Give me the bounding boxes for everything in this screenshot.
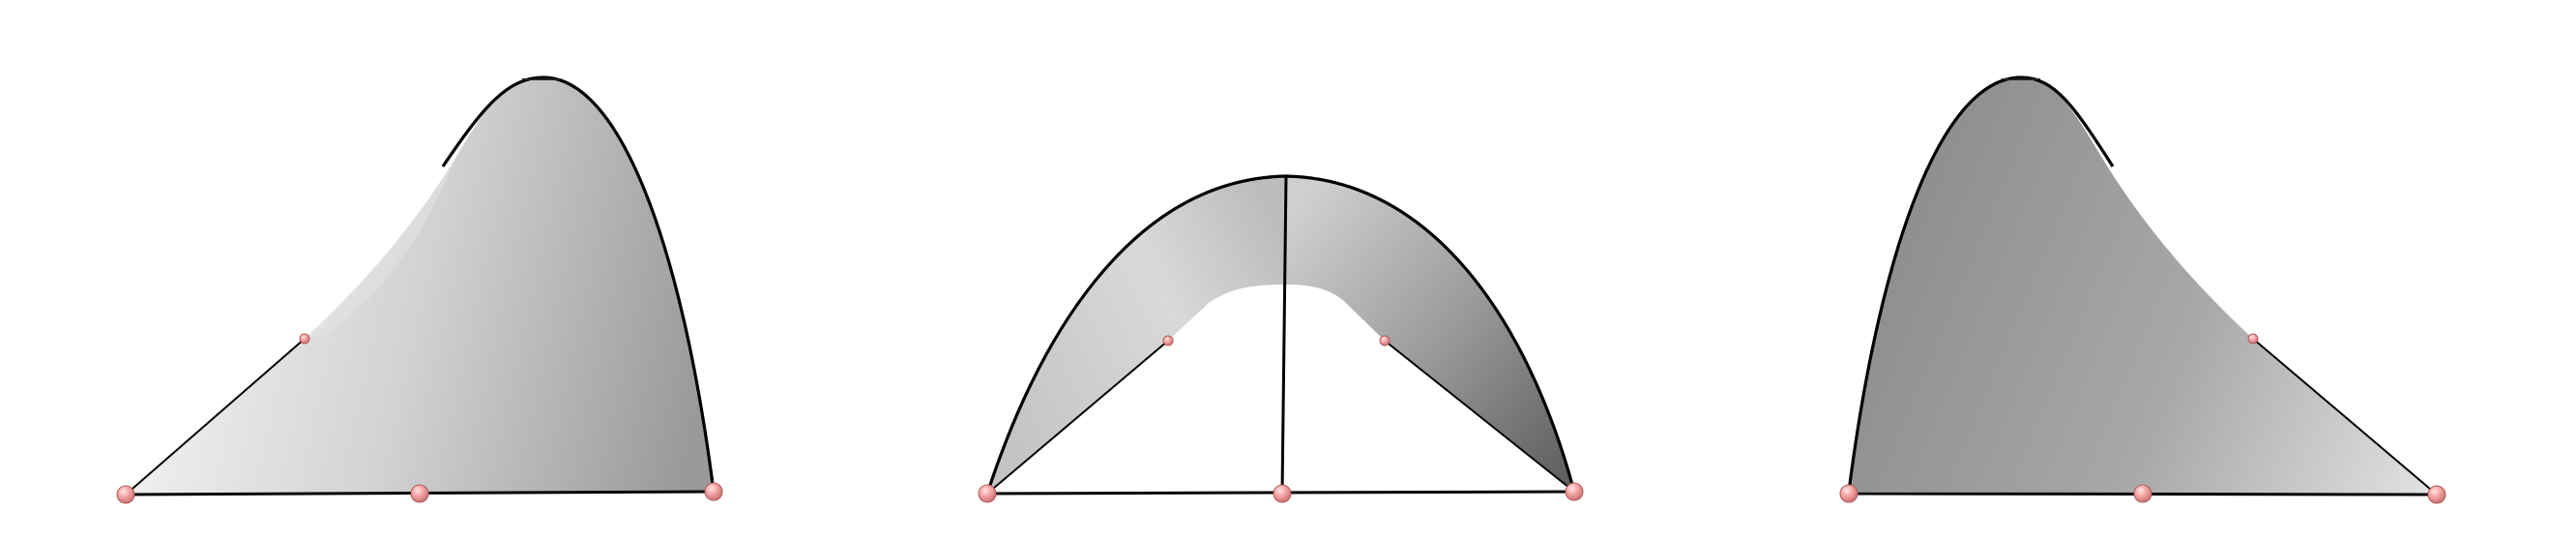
left-surface-fill — [126, 77, 714, 495]
left-top-edge — [441, 75, 716, 493]
right-surface-fill — [1849, 77, 2437, 495]
middle-control-point — [1379, 335, 1390, 346]
middle-left-sheet — [987, 176, 1286, 494]
right-control-point — [2133, 484, 2152, 503]
middle-surface — [978, 174, 1584, 503]
left-control-point — [410, 484, 429, 503]
middle-control-point — [1565, 482, 1584, 501]
middle-control-point — [978, 484, 997, 503]
right-top-edge — [1847, 75, 2115, 493]
right-control-point — [2427, 485, 2446, 504]
middle-right-sheet — [1286, 176, 1574, 492]
right-slope-edge — [2252, 338, 2438, 496]
left-surface — [116, 75, 723, 504]
right-surface — [1839, 75, 2446, 504]
middle-control-point — [1273, 484, 1292, 503]
middle-vertical-edge — [1280, 175, 1288, 495]
left-control-point — [299, 333, 310, 345]
left-slope-edge — [125, 338, 306, 496]
middle-inner-gap — [1209, 285, 1349, 308]
middle-right-slope-edge — [1384, 340, 1575, 493]
left-control-point — [704, 482, 723, 501]
right-control-point — [1839, 484, 1859, 503]
right-control-point — [2247, 333, 2259, 345]
left-control-point — [116, 485, 135, 504]
middle-left-slope-edge — [986, 340, 1169, 495]
middle-control-point — [1162, 335, 1174, 346]
